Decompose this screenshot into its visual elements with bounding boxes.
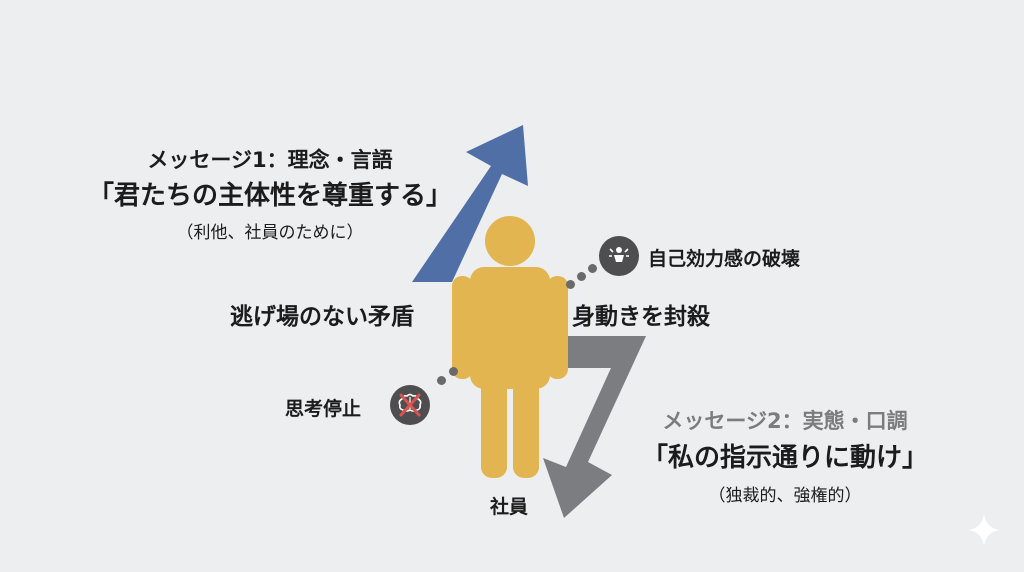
- message1-quote: 「君たちの主体性を尊重する」: [87, 181, 452, 211]
- message1-arrow: [412, 125, 528, 282]
- message1-note: （利他、社員のために）: [176, 223, 364, 243]
- broken-person-icon: [599, 236, 639, 276]
- message2-quote: 「私の指示通りに動け」: [641, 443, 928, 473]
- self-efficacy-label: 自己効力感の破壊: [648, 248, 801, 270]
- connector-dot: [437, 376, 446, 385]
- connector-dot: [577, 272, 586, 281]
- dilemma-label: 逃げ場のない矛盾: [230, 304, 414, 330]
- employee-figure: [452, 216, 568, 478]
- message1-label: メッセージ1：理念・言語: [147, 148, 393, 172]
- connector-dot: [588, 264, 597, 273]
- employee-label: 社員: [490, 496, 529, 518]
- connector-dot: [449, 367, 458, 376]
- connector-dot: [566, 280, 575, 289]
- crossed-brain-icon: [390, 385, 430, 425]
- message2-label: メッセージ2：実態・口調: [662, 409, 908, 433]
- message2-note: （独裁的、強権的）: [708, 486, 862, 506]
- stop-thinking-label: 思考停止: [285, 398, 362, 420]
- message2-arrow: [543, 336, 646, 518]
- restraint-label: 身動きを封殺: [572, 304, 710, 330]
- sparkle-icon: [968, 514, 1000, 546]
